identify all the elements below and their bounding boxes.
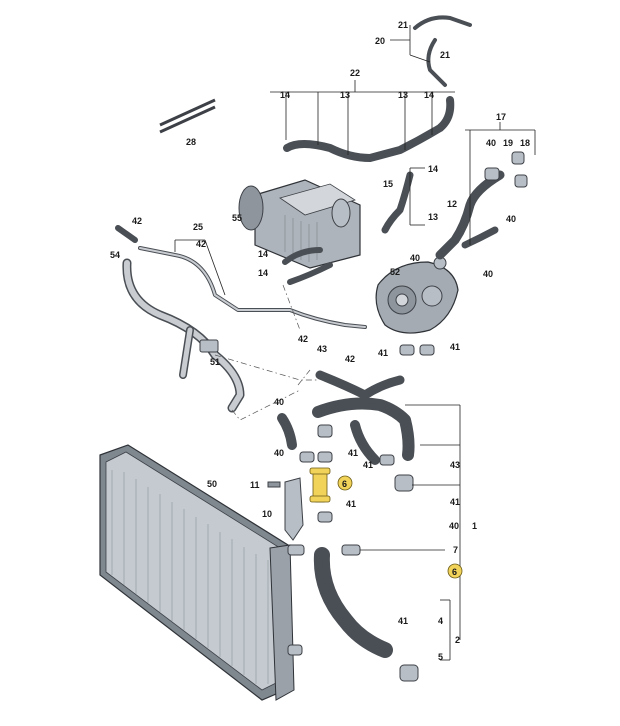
callout-43: 43: [450, 460, 460, 470]
callout-14: 14: [428, 164, 438, 174]
charge-air-cooler: [238, 179, 361, 269]
callout-12: 12: [447, 199, 457, 209]
callout-21: 21: [398, 20, 408, 30]
callout-42: 42: [298, 334, 308, 344]
callout-25: 25: [193, 222, 203, 232]
callout-15: 15: [383, 179, 393, 189]
clip: [159, 98, 216, 134]
leader-lines: [174, 25, 536, 661]
callout-52: 52: [390, 267, 400, 277]
callout-40: 40: [274, 448, 284, 458]
callout-17: 17: [496, 112, 506, 122]
callout-40: 40: [486, 138, 496, 148]
right-hose-assembly: [435, 151, 528, 260]
coolant-hose-connector-highlighted: [309, 467, 331, 503]
radiator: [99, 444, 305, 701]
bracket: [267, 477, 304, 541]
callout-41: 41: [378, 348, 388, 358]
callout-22: 22: [350, 68, 360, 78]
callout-50: 50: [207, 479, 217, 489]
callout-55: 55: [232, 213, 242, 223]
reference-lines: [214, 284, 318, 421]
callout-13: 13: [428, 212, 438, 222]
callout-6: 6: [342, 479, 347, 489]
callout-41: 41: [348, 448, 358, 458]
callout-42: 42: [196, 239, 206, 249]
callout-40: 40: [449, 521, 459, 531]
callout-43: 43: [317, 344, 327, 354]
callout-11: 11: [250, 480, 260, 490]
callout-40: 40: [274, 397, 284, 407]
callout-41: 41: [398, 616, 408, 626]
callout-41: 41: [450, 342, 460, 352]
callout-54: 54: [110, 250, 120, 260]
callout-41: 41: [363, 460, 373, 470]
callout-5: 5: [438, 652, 443, 662]
callout-7: 7: [453, 545, 458, 555]
callout-41: 41: [450, 497, 460, 507]
callout-10: 10: [262, 509, 272, 519]
coolant-pump-housing: [375, 256, 459, 334]
callout-42: 42: [345, 354, 355, 364]
callout-19: 19: [503, 138, 513, 148]
callout-2: 2: [455, 635, 460, 645]
callout-6-highlight: [337, 475, 353, 491]
thin-coolant-lines: [115, 225, 367, 329]
callout-14: 14: [424, 90, 434, 100]
callout-40: 40: [506, 214, 516, 224]
callout-18: 18: [520, 138, 530, 148]
callout-labels: 21 20 21 22 14 13 13 14 28 17 40 19 18 1…: [110, 20, 530, 662]
callout-14: 14: [258, 249, 268, 259]
callout-51: 51: [210, 357, 220, 367]
callout-1: 1: [472, 521, 477, 531]
callout-14: 14: [280, 90, 290, 100]
upper-hose-assembly: [282, 15, 472, 285]
callout-13: 13: [398, 90, 408, 100]
lower-hose-assembly: [277, 344, 435, 682]
callout-41: 41: [346, 499, 356, 509]
callout-40: 40: [410, 253, 420, 263]
callout-28: 28: [186, 137, 196, 147]
callout-40: 40: [483, 269, 493, 279]
callout-20: 20: [375, 36, 385, 46]
callout-21: 21: [440, 50, 450, 60]
callout-13: 13: [340, 90, 350, 100]
callout-6: 6: [452, 567, 457, 577]
callout-14: 14: [258, 268, 268, 278]
callout-4: 4: [438, 616, 443, 626]
callout-6-highlight: [447, 563, 463, 579]
callout-42: 42: [132, 216, 142, 226]
coolant-pipe-left: [122, 258, 245, 413]
